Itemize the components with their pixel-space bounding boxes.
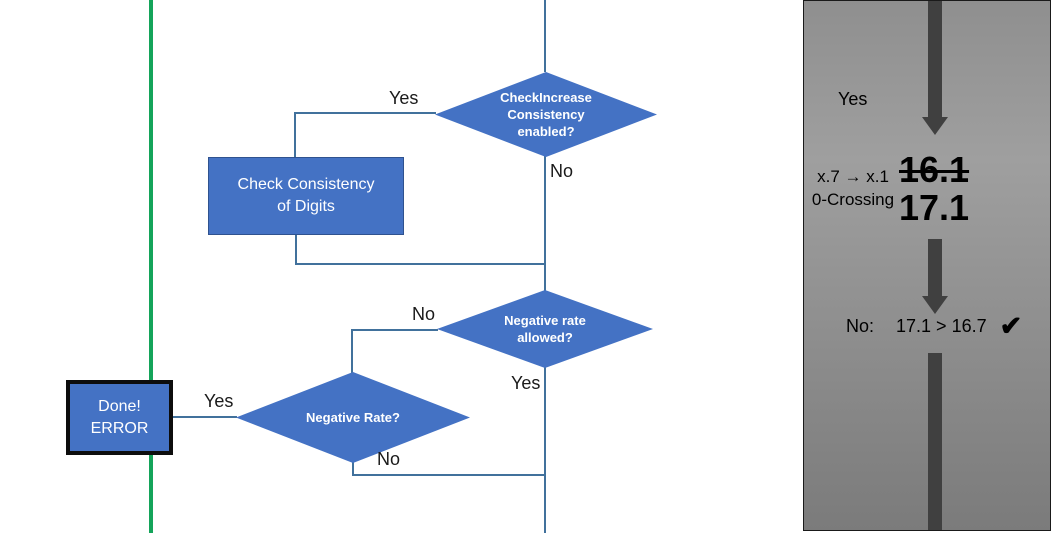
check-mark-icon: ✔: [999, 311, 1023, 341]
example-side-panel: Yes x.7 → x.1 0-Crossing 16.1 17.1 No: 1…: [803, 0, 1051, 531]
connector-d2-no-vertical: [351, 329, 353, 373]
down-arrow-3-shaft: [928, 353, 942, 530]
d2-no-label: No: [412, 304, 436, 324]
d3-yes-label: Yes: [204, 391, 234, 411]
case-line-1: x.7 → x.1: [817, 167, 889, 186]
connector-d2-no-horizontal: [351, 329, 438, 331]
d3-no-label: No: [377, 449, 401, 469]
down-arrow-2-head: [922, 296, 948, 314]
result-comparison: 17.1 > 16.7: [896, 316, 987, 336]
connector-diamond1-to-diamond2: [544, 156, 546, 291]
case-line-2: 0-Crossing: [811, 190, 895, 209]
connector-top-to-diamond1: [544, 0, 546, 72]
check-increase-consistency-diamond: CheckIncrease Consistency enabled?: [435, 72, 657, 157]
down-arrow-1-shaft: [928, 1, 942, 117]
d1-no-label: No: [550, 161, 574, 181]
result-row: No: 17.1 > 16.7 ✔: [846, 313, 1022, 340]
d2-yes-label: Yes: [511, 373, 541, 393]
connector-d3-yes-horizontal: [171, 416, 237, 418]
negative-rate-allowed-diamond: Negative rate allowed?: [437, 290, 653, 368]
connector-d3-no-vertical: [352, 461, 354, 476]
check-increase-consistency-label: CheckIncrease Consistency enabled?: [500, 90, 592, 139]
result-no-label: No:: [846, 316, 875, 336]
d1-yes-label: Yes: [389, 88, 419, 108]
green-divider-line: [149, 0, 153, 533]
negative-rate-allowed-label: Negative rate allowed?: [504, 313, 586, 345]
done-error-label: Done! ERROR: [90, 397, 149, 437]
connector-d3-no-horizontal: [352, 474, 546, 476]
done-error-box: Done! ERROR: [66, 380, 173, 455]
check-consistency-label: Check Consistency of Digits: [237, 176, 375, 215]
new-value: 17.1: [899, 187, 970, 228]
check-consistency-box: Check Consistency of Digits: [208, 157, 404, 235]
connector-box-down: [295, 235, 297, 265]
case-description: x.7 → x.1 0-Crossing: [806, 165, 900, 211]
connector-d1-yes-vertical: [294, 112, 296, 158]
negative-rate-diamond: Negative Rate?: [236, 372, 470, 463]
connector-d1-yes-horizontal: [294, 112, 436, 114]
connector-box-to-mainline: [295, 263, 546, 265]
old-value: 16.1: [899, 149, 970, 190]
negative-rate-label: Negative Rate?: [306, 410, 400, 425]
down-arrow-1-head: [922, 117, 948, 135]
panel-yes-label: Yes: [838, 89, 868, 109]
connector-diamond2-to-bottom: [544, 367, 546, 533]
down-arrow-2-shaft: [928, 239, 942, 296]
value-comparison: 16.1 17.1: [899, 151, 969, 227]
